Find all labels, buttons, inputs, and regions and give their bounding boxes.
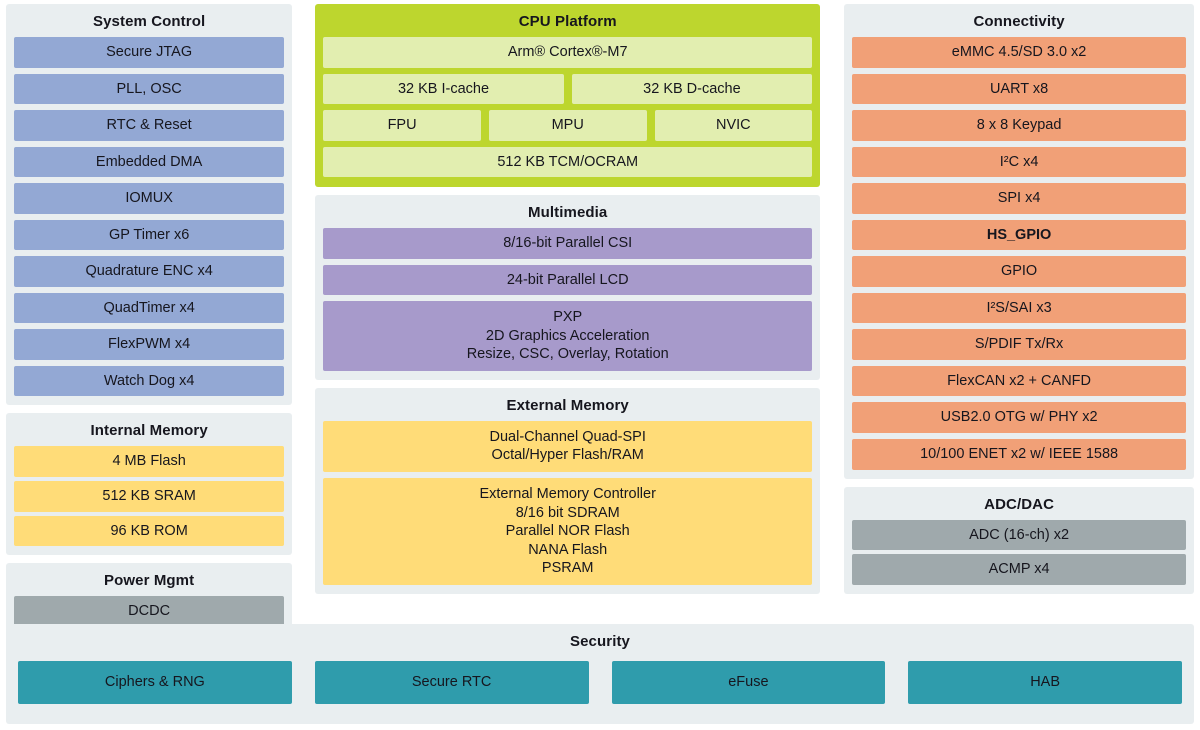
panel-title-internal-memory: Internal Memory — [90, 422, 208, 440]
panel-title-multimedia: Multimedia — [528, 204, 608, 222]
panel-system-control: System Control Secure JTAG PLL, OSC RTC … — [6, 4, 293, 406]
block-pxp-line-3: Resize, CSC, Overlay, Rotation — [466, 346, 669, 363]
panel-title-external-memory: External Memory — [506, 396, 629, 414]
block-spdif[interactable]: S/PDIF Tx/Rx — [852, 329, 1187, 360]
block-fpu[interactable]: FPU — [323, 110, 481, 141]
block-quad-spi-line-2: Octal/Hyper Flash/RAM — [491, 447, 644, 464]
panel-cpu-platform: CPU Platform Arm® Cortex®-M7 32 KB I-cac… — [315, 4, 821, 188]
block-dcdc[interactable]: DCDC — [14, 596, 285, 627]
block-keypad[interactable]: 8 x 8 Keypad — [852, 110, 1187, 141]
block-i-cache[interactable]: 32 KB I-cache — [323, 73, 564, 105]
block-quadrature-enc[interactable]: Quadrature ENC x4 — [14, 256, 285, 287]
block-efuse[interactable]: eFuse — [611, 661, 886, 704]
external-memory-block-list: Dual-Channel Quad-SPI Octal/Hyper Flash/… — [323, 420, 813, 585]
block-external-memory-controller[interactable]: External Memory Controller 8/16 bit SDRA… — [323, 478, 813, 585]
block-watch-dog[interactable]: Watch Dog x4 — [14, 365, 285, 397]
block-emc-line-2: 8/16 bit SDRAM — [515, 504, 620, 521]
block-uart[interactable]: UART x8 — [852, 73, 1187, 105]
multimedia-block-list: 8/16-bit Parallel CSI 24-bit Parallel LC… — [323, 228, 813, 371]
block-spi[interactable]: SPI x4 — [852, 183, 1187, 214]
block-gpio[interactable]: GPIO — [852, 256, 1187, 287]
block-rtc-reset[interactable]: RTC & Reset — [14, 110, 285, 141]
block-usb-otg[interactable]: USB2.0 OTG w/ PHY x2 — [852, 402, 1187, 434]
block-96kb-rom[interactable]: 96 KB ROM — [14, 515, 285, 547]
adc-dac-block-list: ADC (16-ch) x2 ACMP x4 — [852, 519, 1187, 585]
cpu-units-row: FPU MPU NVIC — [323, 110, 813, 141]
panel-title-power-mgmt: Power Mgmt — [104, 572, 195, 590]
left-column: System Control Secure JTAG PLL, OSC RTC … — [6, 4, 293, 705]
internal-memory-block-list: 4 MB Flash 512 KB SRAM 96 KB ROM — [14, 446, 285, 547]
block-enet[interactable]: 10/100 ENET x2 w/ IEEE 1588 — [852, 439, 1187, 470]
block-ciphers-rng[interactable]: Ciphers & RNG — [18, 661, 292, 704]
block-embedded-dma[interactable]: Embedded DMA — [14, 146, 285, 178]
block-emc-line-5: PSRAM — [541, 560, 594, 577]
panel-connectivity: Connectivity eMMC 4.5/SD 3.0 x2 UART x8 … — [844, 4, 1195, 479]
block-d-cache[interactable]: 32 KB D-cache — [571, 73, 813, 105]
cpu-cache-row: 32 KB I-cache 32 KB D-cache — [323, 73, 813, 105]
cpu-platform-block-list: Arm® Cortex®-M7 32 KB I-cache 32 KB D-ca… — [323, 37, 813, 178]
block-arm-cortex-m7[interactable]: Arm® Cortex®-M7 — [323, 37, 813, 68]
block-emc-line-3: Parallel NOR Flash — [505, 523, 630, 540]
block-emmc-sd[interactable]: eMMC 4.5/SD 3.0 x2 — [852, 37, 1187, 68]
security-block-list: Ciphers & RNG Secure RTC eFuse HAB — [18, 661, 1182, 704]
block-parallel-lcd-line-1: 24-bit Parallel LCD — [506, 271, 629, 288]
block-mpu[interactable]: MPU — [488, 110, 647, 141]
connectivity-block-list: eMMC 4.5/SD 3.0 x2 UART x8 8 x 8 Keypad … — [852, 37, 1187, 470]
block-4mb-flash[interactable]: 4 MB Flash — [14, 446, 285, 478]
block-pll-osc[interactable]: PLL, OSC — [14, 73, 285, 105]
diagram-columns: System Control Secure JTAG PLL, OSC RTC … — [6, 4, 1195, 705]
panel-internal-memory: Internal Memory 4 MB Flash 512 KB SRAM 9… — [6, 413, 293, 556]
middle-column: CPU Platform Arm® Cortex®-M7 32 KB I-cac… — [315, 4, 821, 594]
block-parallel-lcd[interactable]: 24-bit Parallel LCD — [323, 264, 813, 296]
panel-title-cpu-platform: CPU Platform — [518, 13, 617, 30]
panel-adc-dac: ADC/DAC ADC (16-ch) x2 ACMP x4 — [844, 486, 1195, 594]
block-quad-spi[interactable]: Dual-Channel Quad-SPI Octal/Hyper Flash/… — [323, 420, 813, 473]
block-quad-spi-line-1: Dual-Channel Quad-SPI — [489, 428, 646, 445]
block-parallel-csi[interactable]: 8/16-bit Parallel CSI — [323, 228, 813, 259]
block-pxp-line-2: 2D Graphics Acceleration — [485, 327, 650, 344]
block-quadtimer[interactable]: QuadTimer x4 — [14, 292, 285, 324]
block-pxp[interactable]: PXP 2D Graphics Acceleration Resize, CSC… — [323, 301, 813, 371]
block-parallel-csi-line-1: 8/16-bit Parallel CSI — [503, 235, 633, 252]
panel-security: Security Ciphers & RNG Secure RTC eFuse … — [6, 624, 1194, 724]
block-512kb-sram[interactable]: 512 KB SRAM — [14, 481, 285, 512]
block-iomux[interactable]: IOMUX — [14, 183, 285, 214]
block-secure-jtag[interactable]: Secure JTAG — [14, 37, 285, 68]
block-hs-gpio[interactable]: HS_GPIO — [852, 219, 1187, 251]
panel-multimedia: Multimedia 8/16-bit Parallel CSI 24-bit … — [315, 195, 821, 380]
system-control-block-list: Secure JTAG PLL, OSC RTC & Reset Embedde… — [14, 37, 285, 397]
panel-title-connectivity: Connectivity — [973, 13, 1065, 30]
block-flexcan[interactable]: FlexCAN x2 + CANFD — [852, 365, 1187, 397]
block-nvic[interactable]: NVIC — [654, 110, 813, 141]
block-tcm-ocram[interactable]: 512 KB TCM/OCRAM — [323, 146, 813, 178]
panel-title-security: Security — [570, 633, 630, 650]
panel-external-memory: External Memory Dual-Channel Quad-SPI Oc… — [315, 387, 821, 594]
panel-title-system-control: System Control — [92, 13, 206, 30]
block-hab[interactable]: HAB — [908, 661, 1182, 704]
block-pxp-line-1: PXP — [553, 309, 583, 326]
block-acmp[interactable]: ACMP x4 — [852, 554, 1187, 585]
block-adc[interactable]: ADC (16-ch) x2 — [852, 519, 1187, 551]
block-emc-line-1: External Memory Controller — [479, 486, 656, 503]
block-flexpwm[interactable]: FlexPWM x4 — [14, 329, 285, 360]
block-i2s-sai[interactable]: I²S/SAI x3 — [852, 292, 1187, 324]
panel-title-adc-dac: ADC/DAC — [984, 495, 1055, 513]
right-column: Connectivity eMMC 4.5/SD 3.0 x2 UART x8 … — [844, 4, 1195, 594]
block-secure-rtc[interactable]: Secure RTC — [314, 661, 589, 704]
block-i2c[interactable]: I²C x4 — [852, 146, 1187, 178]
block-gp-timer[interactable]: GP Timer x6 — [14, 219, 285, 251]
block-emc-line-4: NANA Flash — [528, 541, 608, 558]
